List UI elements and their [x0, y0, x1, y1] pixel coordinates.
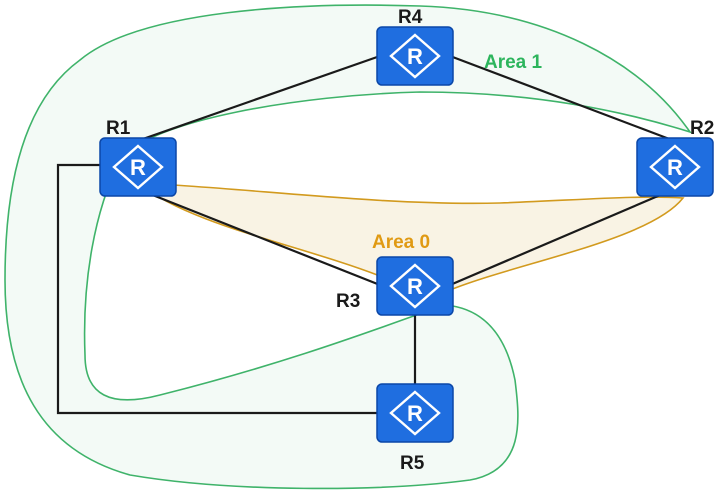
link-r1-r4: [139, 54, 381, 142]
router-r1-label: R1: [106, 118, 131, 139]
link-r2-r3: [449, 188, 673, 287]
router-r5-label: R5: [400, 453, 425, 474]
router-r3-label: R3: [336, 291, 360, 312]
area1-label: Area 1: [484, 52, 543, 73]
router-r2-box: [636, 137, 714, 197]
router-r2-icon-letter: R: [667, 155, 683, 180]
router-r4[interactable]: R: [376, 26, 454, 86]
router-r3-box: [376, 256, 454, 316]
router-r4-diamond-icon: [389, 33, 441, 79]
router-r5-box: [376, 383, 454, 443]
router-r4-icon-letter: R: [407, 44, 423, 69]
router-r1-icon-letter: R: [130, 155, 146, 180]
router-r5-diamond-icon: [389, 390, 441, 436]
router-r3-icon-letter: R: [407, 274, 423, 299]
router-r1-diamond-icon: [112, 144, 164, 190]
router-r5-icon-letter: R: [407, 401, 423, 426]
link-r1-r3: [139, 188, 381, 287]
router-r2-label: R2: [690, 118, 714, 139]
links: [56, 54, 673, 415]
router-r2-diamond-icon: [649, 144, 701, 190]
link-r4-r2: [449, 54, 673, 142]
router-r4-label: R4: [398, 7, 423, 28]
router-r3[interactable]: R: [376, 256, 454, 316]
router-r3-diamond-icon: [389, 263, 441, 309]
router-r1[interactable]: R: [99, 137, 177, 197]
area0-label: Area 0: [372, 232, 430, 253]
router-r2[interactable]: R: [636, 137, 714, 197]
area0-region: [135, 182, 685, 295]
router-r5[interactable]: R: [376, 383, 454, 443]
link-r1-r5: [56, 163, 378, 415]
router-r4-box: [376, 26, 454, 86]
router-r1-box: [99, 137, 177, 197]
